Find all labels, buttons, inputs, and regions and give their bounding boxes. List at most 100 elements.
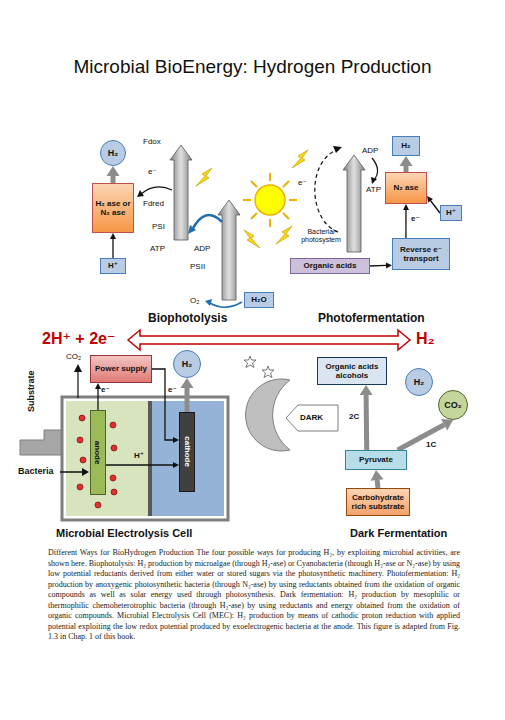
substrate-box: Carbohydrate rich substrate [346,488,410,516]
text-label: Fdred [143,199,164,208]
moon [246,379,290,451]
arrow-head [181,378,194,388]
connector-arrow [107,166,120,183]
text-label: ADP [194,244,210,253]
hydrogen-box: H₂ [392,136,420,156]
substrate-box: Organic acids [290,258,370,274]
arrow-head [371,470,384,481]
text-label: Substrate [26,366,36,416]
enzyme-box: N₂ ase [385,172,427,204]
hydrogen-circle: H₂ [100,140,126,166]
node-text: H₂ [401,141,410,150]
water-box: H₂O [244,292,274,308]
psi-arrow [170,145,192,240]
psii-arrow [218,200,240,300]
substrate-inlet [20,430,62,455]
connector-line [112,239,113,258]
cathode-electrode: cathode [179,412,195,492]
cathode-chamber [152,401,224,516]
text-label: Fdox [143,137,161,146]
text-label: Bacterial photosystem [296,228,346,244]
text-label: ADP [362,146,378,155]
membrane [148,401,152,516]
connector-label: H⁺ [134,451,144,460]
dark-arrow [286,405,338,431]
connector-line [106,464,173,465]
connector-arrow [110,233,116,258]
bacterial-photosystem-arrow [343,155,365,252]
electron-transfer-arrow [192,215,222,230]
node-text: H₂O [251,295,267,304]
node-text: CO₂ [444,400,462,410]
connector-line [398,425,445,450]
enzyme-box: H₂ ase or N₂ ase [92,183,134,233]
arrow-head [427,196,433,203]
node-text: H₂ [414,377,425,387]
node-text: H₂ [182,359,193,369]
connector-arrow [360,385,373,450]
connector-label: e⁻ [168,385,177,394]
connector-arrow [181,378,194,412]
node-text: H₂ ase or N₂ ase [95,199,131,217]
connector-line [152,369,173,440]
node-text: H⁺ [446,208,456,217]
connector-arrow [370,262,392,268]
intermediate-box: Pyruvate [345,450,407,470]
text-label: Dark Fermentation [350,527,447,540]
connector-arrow [427,196,440,213]
node-text: Pyruvate [359,455,393,464]
arrow-head [137,190,144,197]
arrow-head [74,364,82,372]
water-oxidation-arrow [210,302,242,307]
arrow-head [360,385,373,395]
arrow-head [95,383,101,389]
proton-box: H⁺ [440,205,462,221]
node-text: Organic acids alcohols [320,362,384,380]
light-bolts [196,150,308,248]
text-label: PSII [190,262,205,271]
arrow-head [107,166,120,176]
co2-outlet-arrow [77,370,78,398]
text-label: ATP [150,244,165,253]
node-text: H⁺ [108,261,118,270]
bacteria-leader [60,471,84,473]
connector-label: 2C [349,412,359,421]
proton-box: H⁺ [100,258,126,274]
sun [243,173,297,227]
star [262,366,274,378]
connector-arrow [400,156,413,172]
connector-line [111,176,116,183]
arrow-head [82,468,89,476]
arrow-head [110,233,116,239]
connector-line [364,395,370,450]
arrow-head [188,225,196,234]
arrow-head [403,204,409,210]
connector-arrow [106,462,179,468]
text-label: Bacteria [18,466,54,476]
arrow-head [371,177,377,184]
anode-chamber [66,401,148,516]
product-box: Organic acids alcohols [317,357,387,385]
node-text: Power supply [95,364,147,373]
hydrogen-circle: H₂ [405,368,433,396]
connector-label: e⁻ [411,214,420,223]
text-label: ATP [366,185,381,194]
figure-title: Microbial BioEnergy: Hydrogen Production [0,56,505,78]
text-label: PSI [152,222,165,231]
electron-cycle-arrow [315,150,338,232]
connector-line [375,480,381,488]
node-text: Reverse e⁻ transport [395,245,447,263]
co2-circle: CO₂ [438,390,468,420]
text-label: e⁻ [148,167,157,176]
connector-arrow [371,470,384,488]
text-label: Microbial Electrolysis Cell [56,527,192,540]
text-label: Photofermentation [318,312,425,326]
connector-label: 1C [426,440,436,449]
connector-arrow [152,369,179,443]
figure-caption: Different Ways for BioHydrogen Productio… [48,548,460,643]
anode-electrode: anode [90,410,106,495]
connector-line [405,210,406,238]
atp-synthesis-arrow [372,158,378,180]
arrow-head [333,146,342,153]
